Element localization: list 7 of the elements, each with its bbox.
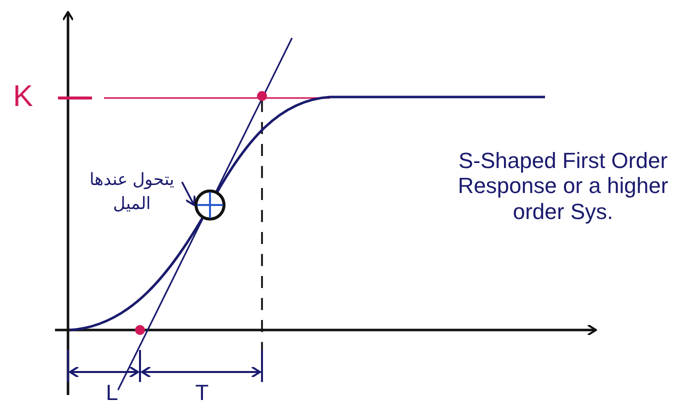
axis-label: K: [12, 80, 34, 114]
annotation-text: يتحول عندها الميل: [82, 168, 182, 220]
dimension-label: L: [104, 380, 120, 406]
annotation-text: S-Shaped First Order Response or a higher order Sys.: [456, 148, 670, 224]
dimension-label: T: [194, 380, 210, 406]
arrow: [181, 182, 196, 206]
inflection-point-marker: [194, 189, 226, 221]
